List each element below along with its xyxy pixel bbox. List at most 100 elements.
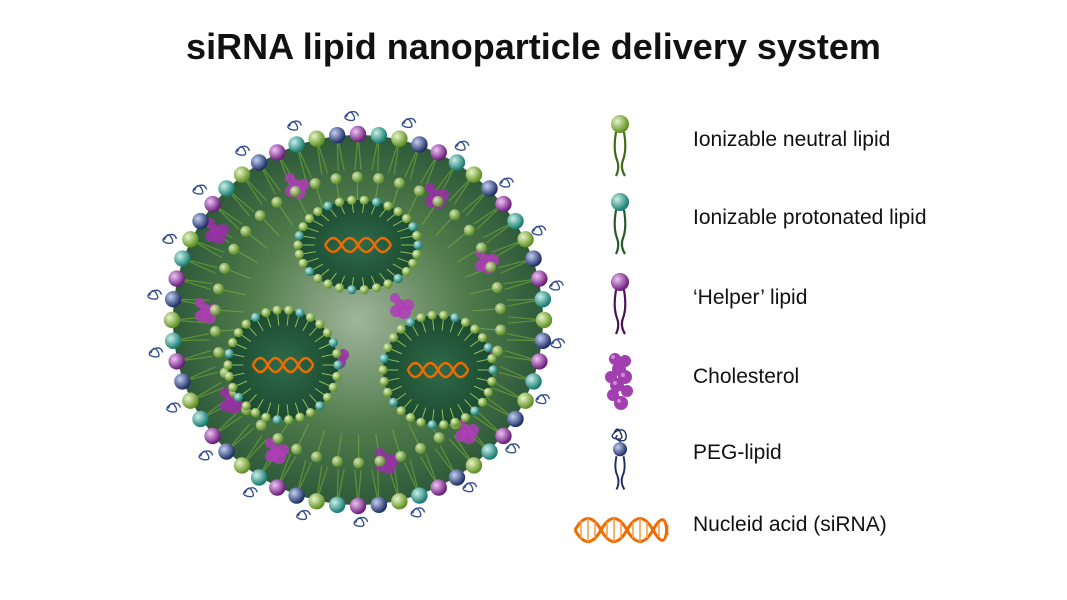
lipid-head — [395, 450, 407, 462]
lipid-head — [212, 283, 224, 295]
lipid-head — [284, 415, 294, 425]
lipid-head — [391, 130, 408, 147]
lipid-head — [525, 373, 542, 390]
lipid-head — [439, 420, 449, 430]
legend-item-protonated-lipid: Ionizable protonated lipid — [575, 188, 1035, 258]
lipid-head — [374, 455, 386, 467]
cholesterol-blob — [205, 230, 217, 242]
lipid-head — [305, 408, 316, 418]
lipid-head — [393, 273, 403, 284]
cholesterol-blob — [475, 260, 487, 272]
lipid-head — [347, 285, 357, 295]
peg-lipid-icon — [611, 428, 627, 491]
lipid-head — [449, 209, 461, 221]
lipid-head — [213, 346, 225, 358]
lipid-head — [470, 406, 480, 416]
sirna-vesicles — [223, 195, 498, 430]
peg-chain — [499, 177, 515, 188]
lipid-head — [408, 258, 418, 268]
lipid-head — [298, 258, 308, 268]
lipid-head — [427, 310, 437, 320]
peg-chain — [198, 450, 214, 461]
peg-chain — [147, 289, 163, 300]
peg-chain — [235, 145, 251, 156]
lipid-head — [204, 427, 221, 445]
lipid-head — [391, 493, 408, 510]
lipid-head — [430, 144, 447, 161]
lipid-head — [323, 279, 333, 289]
lipid-head — [295, 412, 305, 422]
lipid-head — [315, 401, 325, 411]
lipid-head — [294, 249, 304, 259]
sirna-vesicle — [293, 195, 423, 295]
sirna-vesicle — [378, 310, 498, 430]
peg-chain — [410, 507, 426, 518]
lipid-head — [416, 417, 426, 427]
outer-lipid-heads — [163, 125, 553, 515]
cholesterol-blob — [455, 430, 467, 442]
peg-chain — [353, 516, 369, 528]
lipid-head — [332, 371, 342, 382]
lipid-head — [328, 338, 338, 348]
lipid-head — [332, 348, 342, 359]
cholesterol-blob — [390, 305, 402, 317]
sirna-vesicle — [223, 305, 343, 425]
lipid-head — [465, 166, 483, 183]
lipid-head — [411, 136, 428, 153]
cholesterol-blob — [195, 310, 207, 322]
lipid-head — [495, 427, 512, 445]
lipid-head — [388, 333, 399, 343]
lipid-head — [495, 195, 512, 213]
lipid-head — [492, 345, 504, 357]
lipid-head — [304, 213, 315, 224]
lipid-head — [163, 311, 181, 329]
lipid-head — [174, 373, 191, 390]
legend-label-neutral-lipid: Ionizable neutral lipid — [693, 128, 891, 151]
lipid-head — [507, 410, 524, 428]
lipid-head — [379, 376, 389, 387]
lipid-head — [349, 497, 367, 515]
lipid-head — [427, 420, 437, 430]
peg-chain — [535, 393, 551, 405]
lipid-head — [323, 201, 333, 211]
lipid-head — [405, 317, 416, 327]
lipid-head — [483, 343, 493, 353]
legend-item-nucleic-acid: Nucleid acid (siRNA) — [573, 495, 1035, 565]
lipid-head — [349, 125, 367, 143]
legend-label-peg-lipid: PEG-lipid — [693, 441, 782, 464]
lipid-head — [531, 353, 548, 370]
lipid-head — [383, 343, 393, 353]
lipid-head — [481, 180, 498, 197]
peg-chain — [549, 280, 564, 291]
peg-chain — [148, 347, 164, 358]
peg-chain — [287, 120, 303, 131]
peg-chain — [192, 184, 208, 195]
lipid-head — [164, 332, 182, 350]
lipid-head — [408, 222, 418, 232]
lipid-head — [209, 304, 221, 316]
lipid-head — [250, 408, 261, 418]
lipid-head — [328, 382, 338, 392]
lipid-head — [309, 178, 321, 190]
lipid-head — [370, 496, 388, 514]
lipid-head — [233, 457, 251, 474]
peg-chain — [531, 225, 547, 236]
lipid-head — [233, 166, 251, 183]
lipid-head — [295, 308, 305, 318]
lipid-head — [269, 479, 286, 496]
lipid-head — [261, 412, 271, 422]
legend-item-cholesterol: Cholesterol — [575, 347, 1035, 417]
lipid-head — [192, 212, 209, 230]
legend-label-nucleic-acid: Nucleid acid (siRNA) — [693, 513, 887, 536]
peg-chain — [454, 140, 470, 151]
legend-item-helper-lipid: ‘Helper’ lipid — [575, 268, 1035, 338]
ionizable-protonated-lipid-icon — [611, 193, 629, 255]
lipid-head — [439, 310, 449, 320]
lipid-head — [450, 313, 460, 323]
lipid-head — [271, 196, 283, 208]
lipid-head — [298, 222, 308, 232]
lipid-head — [322, 328, 333, 338]
peg-chain — [296, 509, 311, 521]
lipid-head — [255, 419, 267, 431]
lipid-head — [412, 231, 422, 241]
